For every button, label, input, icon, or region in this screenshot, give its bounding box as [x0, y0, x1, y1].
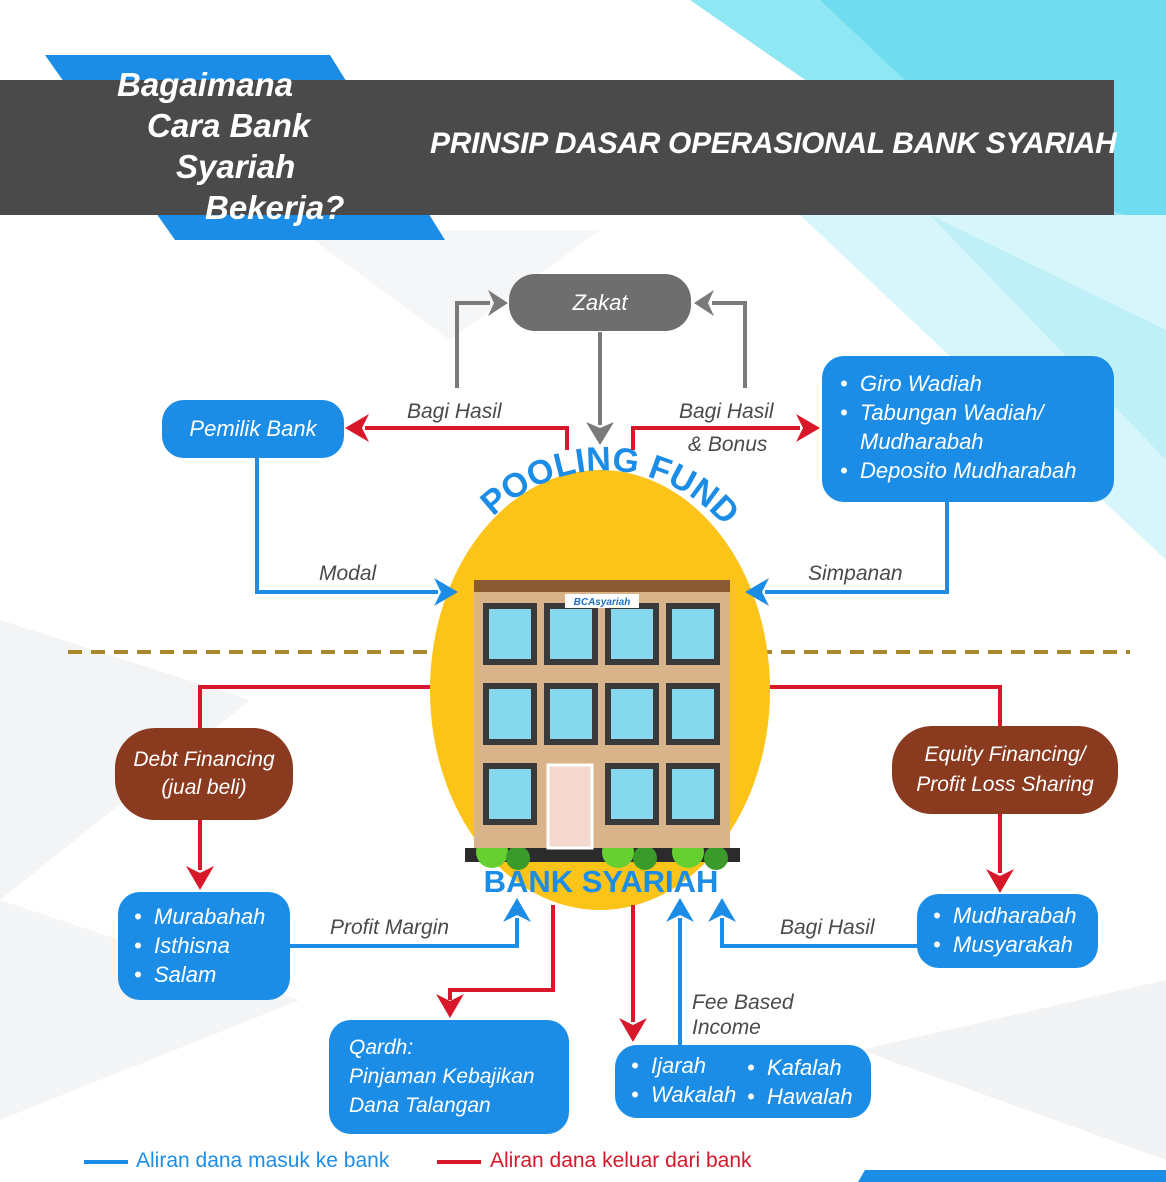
debt-product-item: Isthisna	[132, 931, 290, 960]
edge-label-bagi-hasil-bonus-2: & Bonus	[688, 433, 768, 456]
inflow-arrows-lower	[290, 918, 918, 1047]
debt-financing-node: Debt Financing (jual beli)	[115, 728, 293, 820]
debt-product-item: Murabahah	[132, 902, 290, 931]
equity-products-node: Mudharabah Musyarakah	[917, 894, 1098, 968]
zakat-arrows	[455, 301, 747, 425]
fee-product-item: Hawalah	[745, 1082, 853, 1111]
pemilik-bank-label: Pemilik Bank	[189, 416, 317, 441]
inflow-arrows-top	[255, 458, 949, 594]
equity-financing-node: Equity Financing/ Profit Loss Sharing	[892, 726, 1118, 814]
building-window	[605, 603, 659, 665]
bank-building	[465, 580, 740, 870]
outflow-arrows-top	[365, 426, 800, 450]
question-line-3: Syariah	[176, 148, 296, 185]
deposit-products-node: Giro Wadiah Tabungan Wadiah/ Mudharabah …	[822, 356, 1114, 502]
fee-products-node: Ijarah Wakalah Kafalah Hawalah	[615, 1045, 871, 1118]
edge-label-profit-margin: Profit Margin	[330, 916, 450, 939]
qardh-title: Qardh:	[349, 1036, 414, 1059]
legend-inflow-label: Aliran dana masuk ke bank	[136, 1149, 390, 1172]
edge-label-modal: Modal	[319, 562, 377, 585]
building-window	[666, 603, 720, 665]
edge-label-fee-based-2: Income	[692, 1016, 761, 1039]
legend-outflow-label: Aliran dana keluar dari bank	[490, 1149, 752, 1172]
deposit-item: Deposito Mudharabah	[838, 456, 1114, 485]
question-line-2: Cara Bank	[147, 107, 311, 144]
building-window	[483, 763, 537, 825]
deposit-item: Giro Wadiah	[838, 369, 1114, 398]
edge-label-bagi-hasil-owner: Bagi Hasil	[407, 400, 502, 423]
edge-label-simpanan: Simpanan	[808, 562, 903, 585]
fee-product-item: Wakalah	[629, 1080, 736, 1109]
building-window	[605, 683, 659, 745]
building-sign: BCAsyariah	[574, 597, 631, 608]
equity-financing-subtitle: Profit Loss Sharing	[916, 773, 1094, 796]
building-window	[666, 763, 720, 825]
zakat-node: Zakat	[509, 274, 691, 331]
qardh-node: Qardh: Pinjaman Kebajikan Dana Talangan	[329, 1020, 569, 1134]
debt-financing-title: Debt Financing	[133, 748, 275, 771]
building-window	[483, 683, 537, 745]
question-line-4: Bekerja?	[205, 189, 345, 226]
bank-syariah-label: BANK SYARIAH	[483, 864, 719, 899]
legend-inflow-swatch	[84, 1160, 128, 1164]
building-window	[544, 603, 598, 665]
page-title: PRINSIP DASAR OPERASIONAL BANK SYARIAH	[430, 127, 1117, 160]
edge-label-fee-based-1: Fee Based	[692, 991, 794, 1014]
building-window	[666, 683, 720, 745]
deposit-item: Tabungan Wadiah/	[838, 398, 1114, 427]
qardh-line: Dana Talangan	[349, 1094, 491, 1117]
qardh-line: Pinjaman Kebajikan	[349, 1065, 535, 1088]
legend-outflow-swatch	[437, 1160, 481, 1164]
equity-product-item: Mudharabah	[931, 901, 1098, 930]
fee-product-item: Ijarah	[629, 1051, 736, 1080]
zakat-label: Zakat	[572, 289, 628, 315]
pemilik-bank-node: Pemilik Bank	[162, 400, 344, 458]
deposit-item-continued: Mudharabah	[860, 429, 984, 454]
edge-label-bagi-hasil-bonus-1: Bagi Hasil	[679, 400, 774, 423]
outflow-arrows-lower	[198, 685, 1002, 1022]
debt-financing-subtitle: (jual beli)	[161, 776, 247, 799]
question-line-1: Bagaimana	[117, 66, 294, 103]
equity-financing-title: Equity Financing/	[924, 743, 1086, 766]
equity-product-item: Musyarakah	[931, 930, 1098, 959]
edge-label-bagi-hasil-equity: Bagi Hasil	[780, 916, 875, 939]
building-window	[483, 603, 537, 665]
footer-accent	[858, 1170, 1166, 1182]
building-window	[544, 683, 598, 745]
debt-products-node: Murabahah Isthisna Salam	[118, 892, 290, 1000]
fee-product-item: Kafalah	[745, 1053, 853, 1082]
header-bar	[0, 80, 1114, 215]
building-window	[605, 763, 659, 825]
debt-product-item: Salam	[132, 960, 290, 989]
